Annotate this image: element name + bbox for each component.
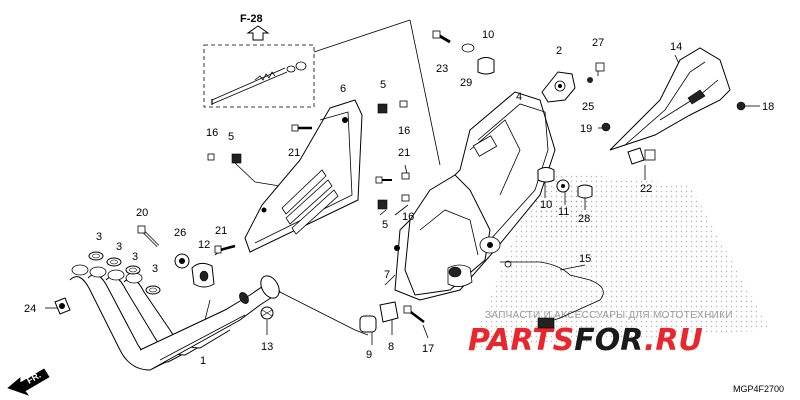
section-reference-code: F-28 (240, 13, 263, 25)
cap-part (260, 306, 274, 320)
watermark-caption: ЗАПЧАСТИ И АКСЕССУАРЫ ДЛЯ МОТОТЕХНИКИ (485, 310, 733, 321)
watermark-brand-middle: FOR (574, 323, 644, 358)
part-label-5a: 5 (228, 131, 234, 143)
part-label-3c: 3 (132, 251, 138, 263)
rubber-band (191, 262, 215, 288)
part-label-5c: 5 (382, 219, 388, 231)
bracket-part (541, 71, 576, 103)
part-label-29: 29 (460, 77, 472, 89)
bolt-small-lower (214, 244, 236, 254)
part-label-20: 20 (136, 207, 148, 219)
part-label-10b: 10 (540, 199, 552, 211)
part-label-21b: 21 (398, 147, 410, 159)
part-label-10a: 10 (482, 29, 494, 41)
part-label-8: 8 (388, 341, 394, 353)
part-label-16c: 16 (402, 211, 414, 223)
part-label-2: 2 (556, 45, 562, 57)
part-label-6: 6 (340, 83, 346, 95)
part-label-21c: 21 (215, 225, 227, 237)
part-label-15: 15 (579, 253, 591, 265)
shading-region-small (535, 195, 600, 240)
heat-shield-plate (244, 99, 363, 253)
gasket-set (88, 251, 161, 295)
part-label-4: 4 (516, 91, 522, 103)
watermark-brand: PARTSFOR.RU (468, 323, 703, 358)
part-label-16b: 16 (398, 125, 410, 137)
part-label-23: 23 (436, 63, 448, 75)
part-label-11: 11 (558, 206, 569, 218)
part-label-24: 24 (24, 303, 36, 315)
part-label-3a: 3 (96, 231, 102, 243)
stud-bolt (137, 225, 160, 248)
part-label-19: 19 (580, 123, 592, 135)
part-label-21a: 21 (288, 147, 300, 159)
reference-dashed-box (203, 44, 315, 108)
part-label-27: 27 (592, 37, 604, 49)
front-arrow-icon (7, 368, 50, 396)
cable-assembly (211, 61, 307, 105)
muffler-body (384, 91, 556, 301)
part-label-25: 25 (582, 101, 594, 113)
watermark-brand-prefix: PARTS (468, 323, 574, 358)
part-label-12: 12 (198, 239, 210, 251)
section-reference[interactable]: F-28 (240, 13, 270, 41)
direction-marker: FR. (7, 368, 50, 396)
part-label-13: 13 (261, 341, 273, 353)
part-label-9: 9 (366, 349, 372, 361)
part-label-28: 28 (578, 213, 590, 225)
watermark-brand-suffix: .RU (644, 323, 703, 358)
part-label-18: 18 (762, 101, 774, 113)
part-label-22: 22 (640, 183, 652, 195)
pipe-joint (54, 297, 71, 315)
exhaust-pipes (69, 264, 281, 371)
part-label-17: 17 (422, 343, 434, 355)
fasteners (207, 30, 746, 333)
part-label-5b: 5 (380, 79, 386, 91)
diagram-code: MGP4F2700 (733, 384, 784, 394)
part-label-3d: 3 (152, 263, 158, 275)
part-label-14: 14 (670, 41, 682, 53)
part-label-3b: 3 (116, 241, 122, 253)
part-label-26: 26 (174, 227, 186, 239)
part-labels: 1 2 3 3 3 3 4 5 5 5 6 7 8 9 10 10 11 12 … (24, 29, 774, 367)
exhaust-cover (609, 47, 731, 151)
watermark: ЗАПЧАСТИ И АКСЕССУАРЫ ДЛЯ МОТОТЕХНИКИ PA… (468, 310, 733, 358)
part-label-16a: 16 (206, 127, 218, 139)
grommet (174, 253, 190, 269)
part-label-7: 7 (384, 269, 390, 281)
part-label-1: 1 (200, 355, 206, 367)
reference-arrow-icon (246, 25, 270, 41)
